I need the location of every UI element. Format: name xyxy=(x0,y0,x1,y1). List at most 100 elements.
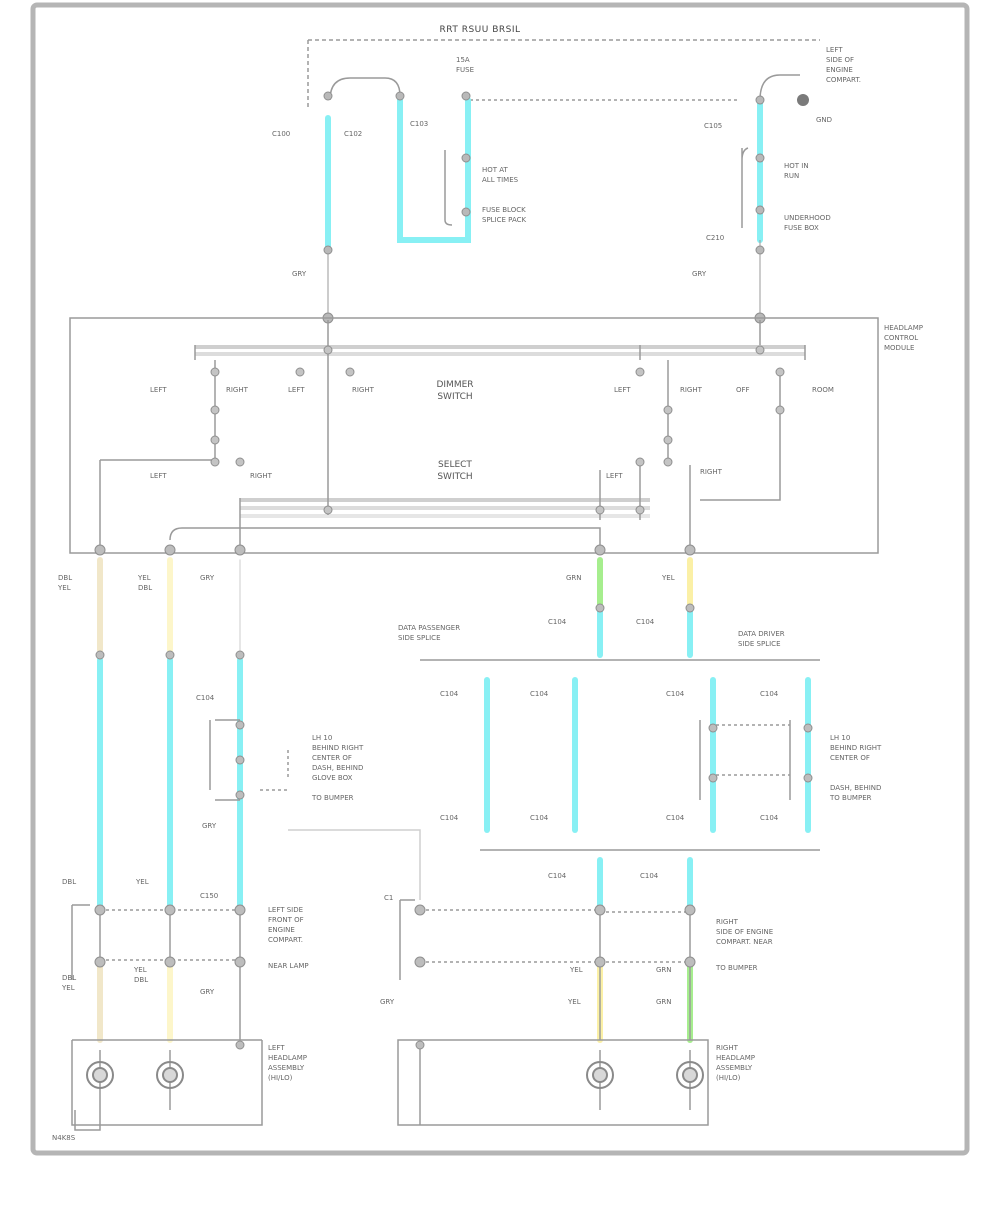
svg-text:YEL: YEL xyxy=(567,998,581,1006)
svg-text:LEFT: LEFT xyxy=(150,472,167,480)
top-wires xyxy=(325,97,763,253)
svg-text:CENTER OF: CENTER OF xyxy=(312,754,352,762)
svg-text:SPLICE PACK: SPLICE PACK xyxy=(482,216,526,224)
svg-text:BEHIND RIGHT: BEHIND RIGHT xyxy=(830,744,882,752)
svg-text:HOT IN: HOT IN xyxy=(784,162,809,170)
module-bottom-pins xyxy=(94,544,696,556)
svg-text:YEL: YEL xyxy=(133,966,147,974)
svg-text:FUSE BLOCK: FUSE BLOCK xyxy=(482,206,526,214)
svg-text:15A: 15A xyxy=(456,56,470,64)
svg-text:DBL: DBL xyxy=(58,574,72,582)
svg-text:C104: C104 xyxy=(196,694,215,702)
svg-text:ASSEMBLY: ASSEMBLY xyxy=(716,1064,753,1072)
right-cyan-wires xyxy=(484,607,811,908)
svg-text:GRY: GRY xyxy=(380,998,395,1006)
svg-text:HEADLAMP: HEADLAMP xyxy=(716,1054,755,1062)
svg-text:LEFT: LEFT xyxy=(268,1044,285,1052)
svg-text:BEHIND RIGHT: BEHIND RIGHT xyxy=(312,744,364,752)
svg-text:GRN: GRN xyxy=(656,998,672,1006)
svg-text:SIDE SPLICE: SIDE SPLICE xyxy=(738,640,781,648)
svg-text:RIGHT: RIGHT xyxy=(352,386,375,394)
svg-text:GRN: GRN xyxy=(566,574,582,582)
svg-text:C104: C104 xyxy=(440,814,459,822)
right-small-labels: GRN YEL C104 C104 DATA PASSENGER SIDE SP… xyxy=(380,574,882,1082)
svg-text:ROOM: ROOM xyxy=(812,386,834,394)
module-label: HEADLAMP xyxy=(884,324,923,332)
svg-text:FRONT OF: FRONT OF xyxy=(268,916,304,924)
svg-text:DASH, BEHIND: DASH, BEHIND xyxy=(312,764,363,772)
svg-text:ASSEMBLY: ASSEMBLY xyxy=(268,1064,305,1072)
svg-text:C102: C102 xyxy=(344,130,362,138)
svg-text:C104: C104 xyxy=(530,814,549,822)
svg-text:GRY: GRY xyxy=(200,988,215,996)
svg-text:C104: C104 xyxy=(530,690,549,698)
svg-text:DBL: DBL xyxy=(62,974,76,982)
svg-text:C105: C105 xyxy=(704,122,722,130)
svg-text:YEL: YEL xyxy=(137,574,151,582)
svg-text:YEL: YEL xyxy=(135,878,149,886)
svg-text:C104: C104 xyxy=(760,814,779,822)
svg-text:C104: C104 xyxy=(640,872,659,880)
svg-text:DIMMER: DIMMER xyxy=(436,380,473,390)
left-small-labels: DBL YEL YEL DBL GRY C104 LH 10 BEHIND RIGHT… xyxy=(52,574,364,1142)
svg-text:NEAR LAMP: NEAR LAMP xyxy=(268,962,309,970)
svg-text:COMPART.: COMPART. xyxy=(826,76,861,84)
svg-text:C104: C104 xyxy=(666,690,685,698)
module-contacts xyxy=(210,345,785,515)
svg-text:C100: C100 xyxy=(272,130,290,138)
svg-text:RIGHT: RIGHT xyxy=(716,918,739,926)
top-section xyxy=(307,39,820,228)
top-small-labels: C100 C102 C103 C105 C210 GRY GRY 15A FUS… xyxy=(272,46,861,278)
svg-text:LEFT: LEFT xyxy=(606,472,623,480)
svg-text:YEL: YEL xyxy=(61,984,75,992)
svg-text:YEL: YEL xyxy=(661,574,675,582)
svg-text:ENGINE: ENGINE xyxy=(826,66,853,74)
top-label: RRT RSUU BRSIL xyxy=(439,25,520,35)
svg-text:LH 10: LH 10 xyxy=(830,734,850,742)
svg-text:C210: C210 xyxy=(706,234,724,242)
svg-text:C104: C104 xyxy=(636,618,655,626)
svg-text:DBL: DBL xyxy=(134,976,148,984)
svg-text:DATA PASSENGER: DATA PASSENGER xyxy=(398,624,460,632)
svg-text:C104: C104 xyxy=(440,690,459,698)
svg-text:SIDE SPLICE: SIDE SPLICE xyxy=(398,634,441,642)
svg-text:LEFT SIDE: LEFT SIDE xyxy=(268,906,303,914)
svg-text:C103: C103 xyxy=(410,120,428,128)
control-module-box xyxy=(69,317,879,554)
svg-text:C104: C104 xyxy=(760,690,779,698)
svg-text:SIDE OF ENGINE: SIDE OF ENGINE xyxy=(716,928,773,936)
svg-text:N4K8S: N4K8S xyxy=(52,1134,76,1142)
left-headlamp-bulbs xyxy=(86,1061,184,1089)
svg-text:LEFT: LEFT xyxy=(614,386,631,394)
module-small-labels: LEFT RIGHT LEFT RIGHT LEFT RIGHT OFF ROO… xyxy=(150,386,834,480)
svg-text:FUSE: FUSE xyxy=(456,66,474,74)
svg-text:LEFT: LEFT xyxy=(288,386,305,394)
svg-text:GND: GND xyxy=(816,116,832,124)
svg-text:COMPART. NEAR: COMPART. NEAR xyxy=(716,938,773,946)
svg-text:GRY: GRY xyxy=(292,270,307,278)
svg-text:RIGHT: RIGHT xyxy=(700,468,723,476)
svg-text:GRN: GRN xyxy=(656,966,672,974)
svg-text:HOT AT: HOT AT xyxy=(482,166,509,174)
svg-text:GRY: GRY xyxy=(200,574,215,582)
svg-text:LEFT: LEFT xyxy=(826,46,843,54)
right-colored-wires xyxy=(597,557,693,1043)
svg-text:RIGHT: RIGHT xyxy=(250,472,273,480)
svg-text:LH 10: LH 10 xyxy=(312,734,332,742)
svg-text:C104: C104 xyxy=(548,618,567,626)
svg-text:GRY: GRY xyxy=(202,822,217,830)
select-switch: SELECT SWITCH xyxy=(240,460,650,518)
svg-text:GRY: GRY xyxy=(692,270,707,278)
svg-text:SWITCH: SWITCH xyxy=(437,392,472,402)
right-headlamp-bulbs xyxy=(586,1061,704,1089)
svg-text:TO BUMPER: TO BUMPER xyxy=(829,794,872,802)
right-pins xyxy=(414,603,813,1050)
svg-text:TO BUMPER: TO BUMPER xyxy=(311,794,354,802)
svg-text:COMPART.: COMPART. xyxy=(268,936,303,944)
svg-text:DBL: DBL xyxy=(62,878,76,886)
top-pins xyxy=(322,91,766,324)
top-wire-outlines xyxy=(327,240,761,320)
svg-text:C104: C104 xyxy=(666,814,685,822)
svg-text:GLOVE BOX: GLOVE BOX xyxy=(312,774,353,782)
svg-text:DASH, BEHIND: DASH, BEHIND xyxy=(830,784,881,792)
